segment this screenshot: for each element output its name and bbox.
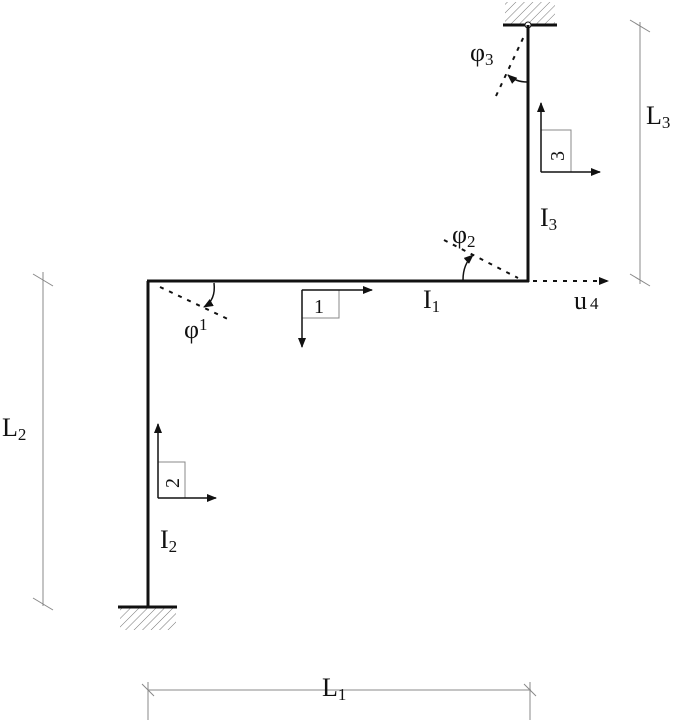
local-axes-element-3: 3 (537, 102, 601, 176)
local-axes-element-2: 2 (154, 423, 217, 502)
label-L3: L3 (646, 101, 670, 132)
label-L2: L2 (2, 413, 26, 444)
dimension-lines (32, 19, 651, 720)
label-phi1: φ1 (184, 315, 208, 344)
label-I2: I2 (160, 525, 177, 556)
label-phi3: φ3 (470, 38, 494, 69)
label-phi2: φ2 (452, 220, 476, 251)
rotation-phi1 (159, 282, 233, 322)
frame-members (146, 25, 530, 607)
rotation-phi3 (495, 33, 528, 97)
bottom-fixed-support (118, 605, 177, 630)
label-I3: I3 (540, 203, 557, 234)
element-number-2: 2 (162, 478, 184, 488)
label-L1: L1 (322, 673, 346, 704)
local-axes-element-1: 1 (298, 286, 373, 348)
rotation-phi2 (443, 239, 519, 281)
label-I1: I1 (423, 285, 440, 316)
element-number-3: 3 (547, 151, 569, 161)
top-fixed-support (503, 2, 557, 29)
element-number-1: 1 (314, 296, 324, 318)
